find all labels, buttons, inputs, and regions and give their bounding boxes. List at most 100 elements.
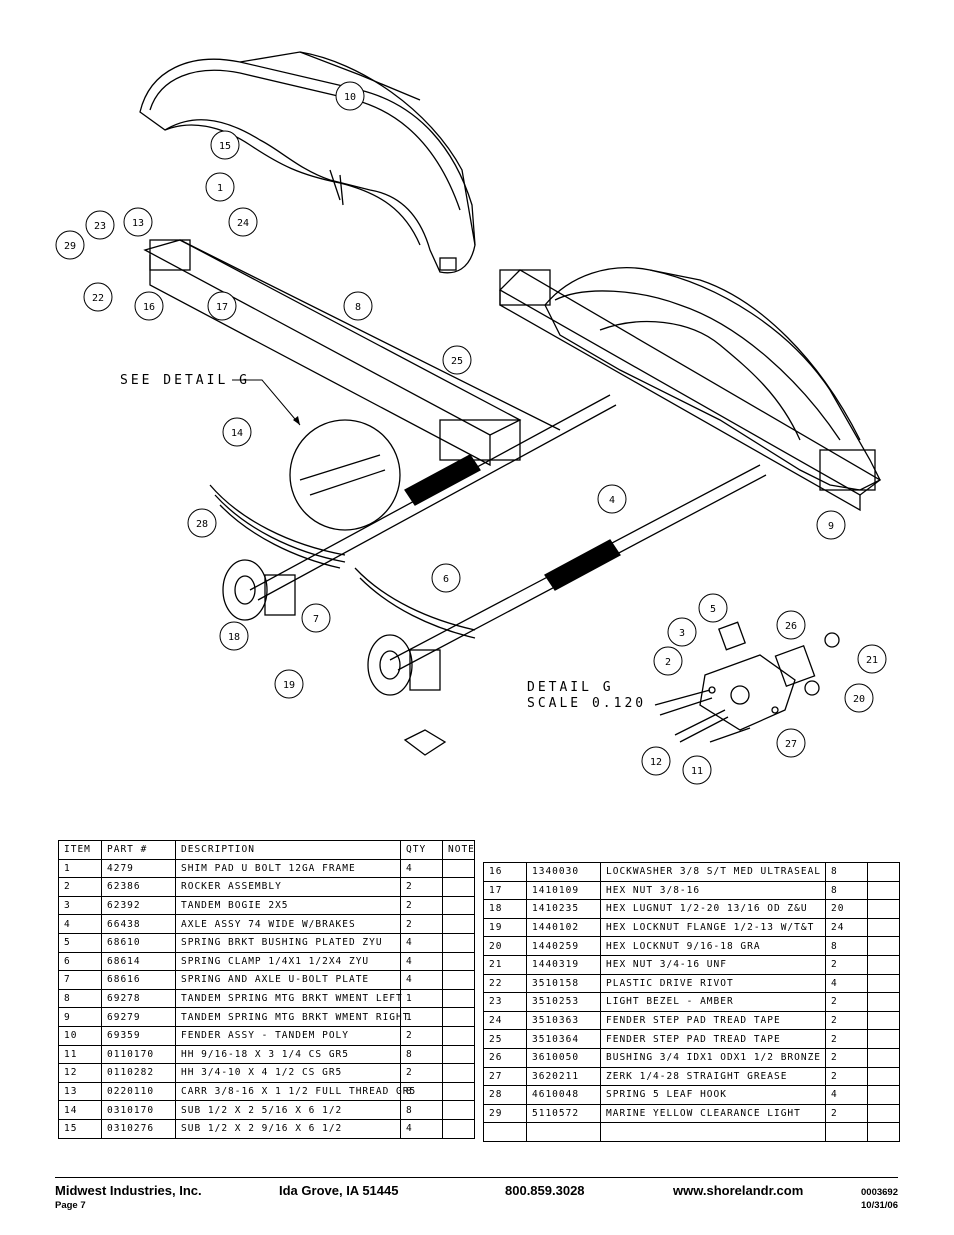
callout-2: 2 bbox=[653, 646, 683, 676]
detail-g-parts-drawing bbox=[403, 621, 840, 756]
cell-item: 14 bbox=[58, 1100, 102, 1120]
detail-g-circle-drawing bbox=[289, 419, 401, 531]
cell-item: 27 bbox=[483, 1066, 527, 1087]
callout-label: 28 bbox=[196, 519, 208, 530]
cell-qty: 2 bbox=[825, 1047, 868, 1068]
cell-part: 68610 bbox=[101, 932, 176, 953]
callout-12: 12 bbox=[641, 746, 671, 776]
cell-description: TANDEM SPRING MTG BRKT WMENT LEFT bbox=[175, 988, 402, 1009]
header-part: PART # bbox=[101, 840, 176, 860]
cell-item: 21 bbox=[483, 954, 527, 975]
callout-26: 26 bbox=[776, 610, 806, 640]
cell-qty: 8 bbox=[400, 1044, 443, 1065]
cell-note bbox=[442, 895, 475, 916]
callout-14: 14 bbox=[222, 417, 252, 447]
cell-item: 22 bbox=[483, 973, 527, 994]
cell-part: 3620211 bbox=[526, 1066, 601, 1087]
cell-note bbox=[442, 1025, 475, 1046]
footer-date: 10/31/06 bbox=[861, 1200, 898, 1211]
callout-label: 20 bbox=[853, 694, 865, 705]
footer-website: www.shorelandr.com bbox=[673, 1183, 804, 1198]
header-qty: QTY bbox=[400, 840, 443, 860]
callout-17: 17 bbox=[207, 291, 237, 321]
callout-20: 20 bbox=[844, 683, 874, 713]
cell-item: 11 bbox=[58, 1044, 102, 1065]
cell-description: SPRING CLAMP 1/4X1 1/2X4 ZYU bbox=[175, 951, 401, 972]
cell-description: BUSHING 3/4 IDX1 ODX1 1/2 BRONZE bbox=[600, 1047, 826, 1068]
table-row bbox=[483, 1122, 900, 1142]
cell-item: 4 bbox=[58, 914, 102, 934]
cell-note bbox=[867, 1103, 900, 1124]
cell-note bbox=[442, 932, 475, 953]
cell-note bbox=[442, 1081, 475, 1102]
cell-note bbox=[867, 1085, 900, 1105]
cell-qty: 4 bbox=[400, 932, 443, 953]
cell-qty: 2 bbox=[825, 992, 868, 1012]
cell-description: CARR 3/8-16 X 1 1/2 FULL THREAD GR5 bbox=[175, 1081, 415, 1102]
cell-note bbox=[867, 899, 900, 919]
cell-qty: 4 bbox=[400, 951, 443, 972]
cell-description: LIGHT BEZEL - AMBER bbox=[600, 992, 826, 1012]
callout-5: 5 bbox=[698, 593, 728, 623]
cell-item: 26 bbox=[483, 1047, 527, 1068]
cell-item: 18 bbox=[483, 899, 527, 919]
cell-part: 4610048 bbox=[526, 1085, 601, 1105]
cell-qty: 2 bbox=[825, 1103, 868, 1124]
callout-label: 24 bbox=[237, 218, 249, 229]
cell-note bbox=[442, 951, 475, 972]
cell-description: HEX NUT 3/4-16 UNF bbox=[600, 954, 826, 975]
right-fender-drawing bbox=[544, 267, 881, 491]
cell-note bbox=[442, 1100, 475, 1120]
left-fender-drawing bbox=[139, 51, 476, 274]
cell-part: 1340030 bbox=[526, 862, 601, 882]
cell-item: 3 bbox=[58, 895, 102, 916]
cell-part: 3510364 bbox=[526, 1029, 601, 1049]
callout-label: 19 bbox=[283, 680, 295, 691]
cell-note bbox=[867, 1066, 900, 1087]
see-detail-label: SEE DETAIL G bbox=[120, 373, 250, 388]
cell-note bbox=[867, 936, 900, 956]
cell-note bbox=[867, 1047, 900, 1068]
cell-item: 5 bbox=[58, 932, 102, 953]
callout-8: 8 bbox=[343, 291, 373, 321]
cell-note bbox=[442, 877, 475, 897]
exploded-parts-drawing: SEE DETAIL G DETAIL G SCALE 0.120 101512… bbox=[55, 51, 887, 785]
cell-part: 0110282 bbox=[101, 1063, 176, 1083]
cell-qty: 2 bbox=[825, 954, 868, 975]
cell-qty: 2 bbox=[400, 1025, 443, 1046]
header-description: DESCRIPTION bbox=[175, 840, 401, 860]
cell-part: 69279 bbox=[101, 1007, 176, 1027]
callout-label: 3 bbox=[679, 628, 685, 639]
callout-label: 26 bbox=[785, 621, 797, 632]
cell-qty: 4 bbox=[825, 973, 868, 994]
bom-header-row: ITEM PART # DESCRIPTION QTY NOTE bbox=[58, 840, 475, 860]
cell-description: AXLE ASSY 74 WIDE W/BRAKES bbox=[175, 914, 401, 934]
cell-item: 24 bbox=[483, 1010, 527, 1031]
callout-3: 3 bbox=[667, 617, 697, 647]
callout-22: 22 bbox=[83, 282, 113, 312]
cell-part: 1440319 bbox=[526, 954, 601, 975]
cell-part: 0310170 bbox=[101, 1100, 176, 1120]
cell-note bbox=[442, 1044, 475, 1065]
cell-note bbox=[867, 954, 900, 975]
cell-qty: 2 bbox=[825, 1029, 868, 1049]
cell-note bbox=[442, 1118, 475, 1139]
cell-note bbox=[867, 1010, 900, 1031]
cell-description: ROCKER ASSEMBLY bbox=[175, 877, 401, 897]
cell-item: 28 bbox=[483, 1085, 527, 1105]
cell-description: FENDER STEP PAD TREAD TAPE bbox=[600, 1010, 826, 1031]
cell-qty: 8 bbox=[400, 1100, 443, 1120]
page-footer: Midwest Industries, Inc. Page 7 Ida Grov… bbox=[55, 1177, 898, 1211]
footer-page: Page 7 bbox=[55, 1200, 86, 1211]
callout-label: 15 bbox=[219, 141, 231, 152]
